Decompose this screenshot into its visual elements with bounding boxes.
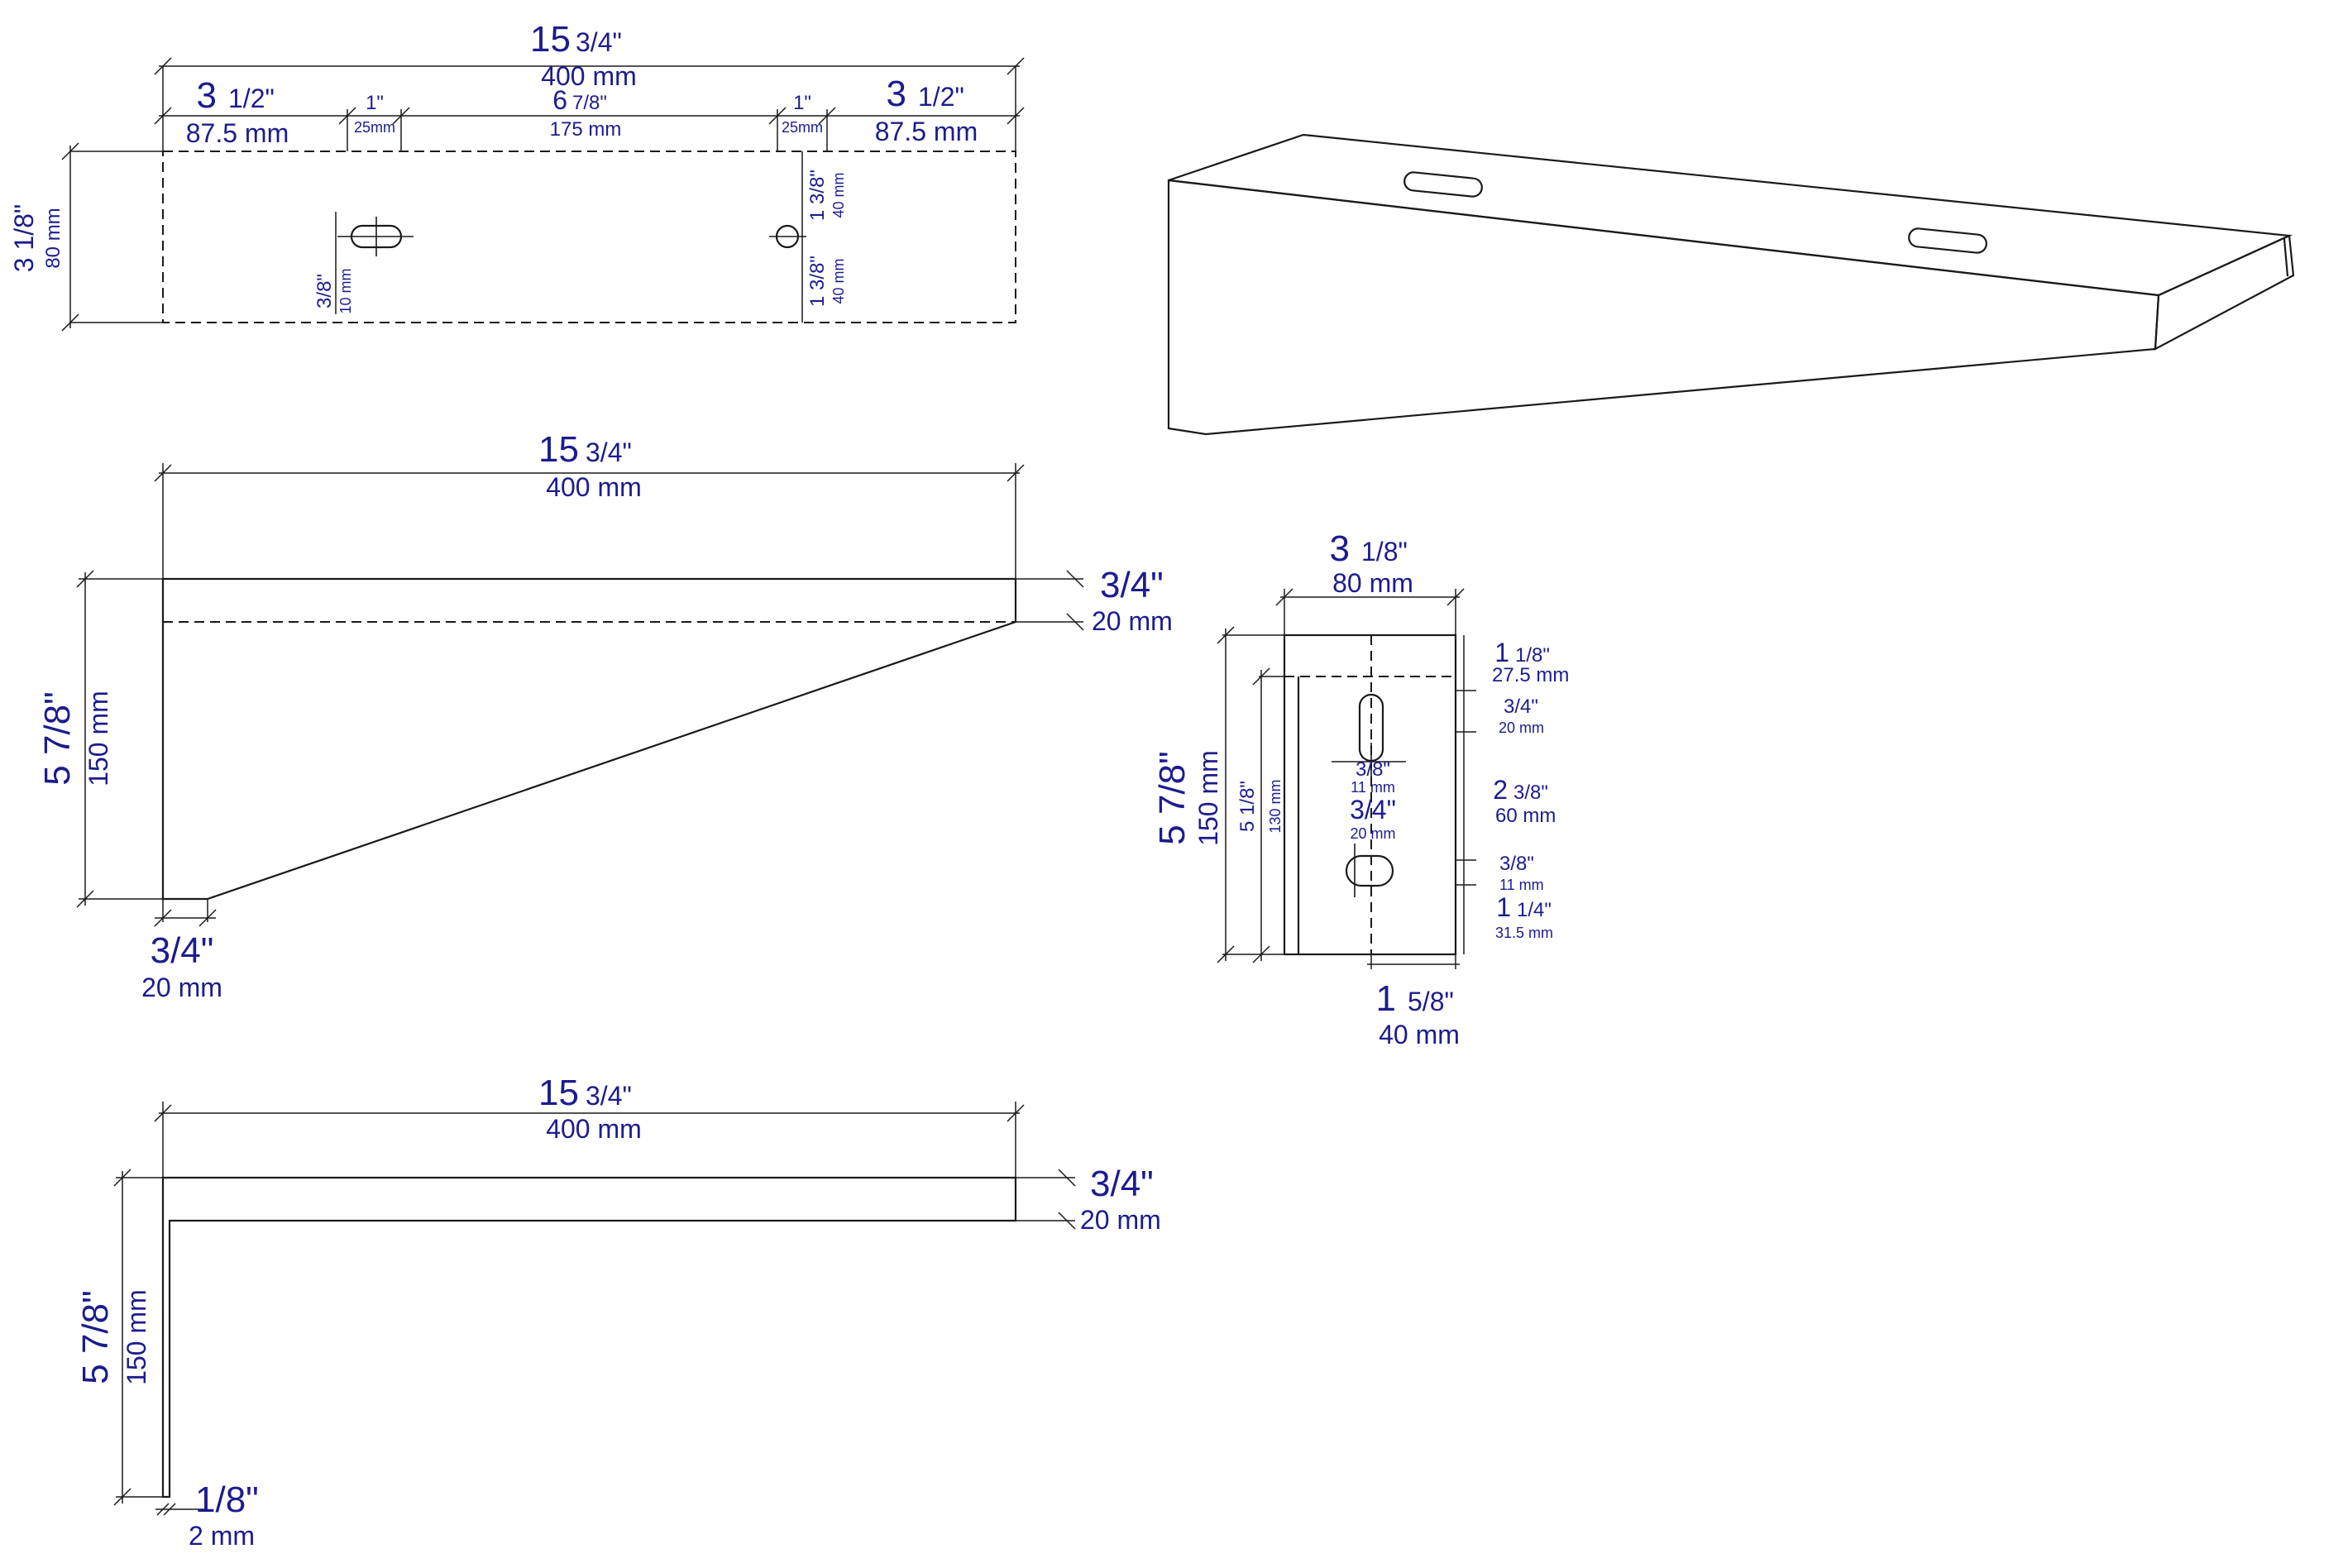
section-length-mm: 400 mm — [546, 1114, 642, 1144]
side-thickness-in: 3/4" — [1100, 565, 1164, 605]
end-d2-mm: 20 mm — [1499, 719, 1544, 736]
top-height-in: 3 1/8" — [9, 204, 39, 273]
end-d3-in-frac: 3/8" — [1513, 782, 1548, 804]
top-left-in: 3 — [197, 75, 217, 116]
top-slot-left-in: 1" — [366, 92, 384, 114]
end-d4-mm: 11 mm — [1499, 877, 1544, 893]
top-overall-in: 15 — [530, 19, 571, 60]
side-height-in: 5 7/8" — [37, 691, 78, 785]
section-height-in: 5 7/8" — [75, 1290, 116, 1384]
top-slot-bottom-in: 1 3/8" — [806, 256, 829, 307]
section-height-mm: 150 mm — [122, 1289, 151, 1385]
iso-slot-2 — [1908, 227, 1987, 254]
end-slot1-in: 3/8" — [1356, 758, 1390, 781]
iso-slot-1 — [1403, 171, 1483, 198]
end-width-mm: 80 mm — [1332, 568, 1413, 598]
section-wall-mm: 2 mm — [189, 1521, 255, 1551]
section-thickness-in: 3/4" — [1090, 1164, 1154, 1204]
iso-end-face — [2154, 234, 2295, 351]
iso-front-face — [1167, 179, 2160, 436]
top-middle-mm: 175 mm — [550, 118, 622, 141]
end-d2-in: 3/4" — [1504, 696, 1538, 718]
top-right-in-frac: 1/2" — [918, 82, 964, 112]
iso-top-face — [1168, 133, 2293, 297]
end-view: 3 1/8" 80 mm 5 7/8" 150 mm 5 1/8" 130 mm… — [1152, 528, 1569, 1049]
section-wall-in: 1/8" — [195, 1480, 259, 1520]
top-slot-bottom-mm: 40 mm — [830, 258, 847, 304]
end-inner-mm: 130 mm — [1267, 779, 1284, 833]
end-bottom-mm: 40 mm — [1379, 1020, 1460, 1049]
end-d1-mm: 27.5 mm — [1492, 664, 1569, 686]
top-slot-width-in: 3/8" — [313, 274, 336, 308]
side-height-mm: 150 mm — [84, 691, 113, 786]
section-view: 15 3/4" 400 mm 3/4" 20 mm 5 7/8" 150 mm … — [75, 1073, 1161, 1551]
end-d4-in: 3/8" — [1499, 853, 1534, 875]
top-slot-width-mm: 10 mm — [337, 268, 354, 313]
end-height-mm: 150 mm — [1193, 750, 1223, 846]
top-slot-left-mm: 25mm — [354, 119, 395, 136]
side-length-in-frac: 3/4" — [586, 437, 632, 467]
top-view: 15 3/4" 400 mm 3 1/2" 87.5 mm 1" 25mm 6 … — [9, 19, 1025, 332]
end-slot-lower — [1345, 854, 1394, 887]
top-overall-mm: 400 mm — [541, 61, 637, 91]
side-length-mm: 400 mm — [546, 472, 642, 502]
side-length-in: 15 — [538, 429, 579, 470]
section-view-outline — [161, 1176, 1017, 1499]
side-view-outline — [161, 577, 1017, 901]
top-slot-top-mm: 40 mm — [830, 172, 847, 218]
top-slot-right-mm: 25mm — [782, 119, 823, 136]
top-right-mm: 87.5 mm — [875, 117, 978, 146]
top-slot-right-in: 1" — [793, 92, 811, 114]
side-thickness-mm: 20 mm — [1092, 606, 1173, 636]
top-height-mm: 80 mm — [42, 208, 65, 268]
top-left-in-frac: 1/2" — [228, 84, 275, 113]
end-d3-mm: 60 mm — [1495, 805, 1556, 827]
end-slot2-in: 3/4" — [1350, 795, 1396, 825]
section-length-in: 15 — [538, 1073, 579, 1113]
side-base-mm: 20 mm — [141, 973, 222, 1002]
section-length-in-frac: 3/4" — [586, 1081, 632, 1111]
section-thickness-mm: 20 mm — [1080, 1205, 1161, 1235]
top-middle-in-frac: 7/8" — [572, 92, 607, 114]
end-inner-in: 5 1/8" — [1236, 781, 1259, 832]
end-view-outline — [1283, 633, 1457, 956]
end-height-in: 5 7/8" — [1152, 751, 1193, 844]
end-bottom-in-frac: 5/8" — [1408, 987, 1454, 1016]
top-slot-top-in: 1 3/8" — [806, 170, 829, 221]
end-bottom-in: 1 — [1376, 978, 1396, 1019]
end-d1-in-frac: 1/8" — [1515, 644, 1550, 667]
top-left-mm: 87.5 mm — [186, 118, 289, 148]
end-slot2-mm: 20 mm — [1350, 825, 1395, 842]
end-d5-in-frac: 1/4" — [1517, 899, 1552, 921]
side-view: 15 3/4" 400 mm 3/4" 20 mm 5 7/8" 150 mm … — [37, 429, 1173, 1002]
top-middle-in: 6 — [552, 85, 567, 115]
end-width-in-frac: 1/8" — [1361, 537, 1408, 566]
isometric-view — [1167, 133, 2295, 436]
end-slot1-mm: 11 mm — [1351, 779, 1395, 796]
top-view-outline — [162, 151, 1016, 323]
side-base-in: 3/4" — [151, 930, 214, 971]
top-right-in: 3 — [887, 74, 906, 114]
end-d5-in: 1 — [1496, 892, 1511, 922]
end-d1-in: 1 — [1494, 638, 1509, 667]
end-width-in: 3 — [1330, 528, 1350, 569]
end-d3-in: 2 — [1493, 775, 1508, 805]
top-overall-in-frac: 3/4" — [576, 27, 622, 57]
end-d5-mm: 31.5 mm — [1495, 925, 1553, 941]
